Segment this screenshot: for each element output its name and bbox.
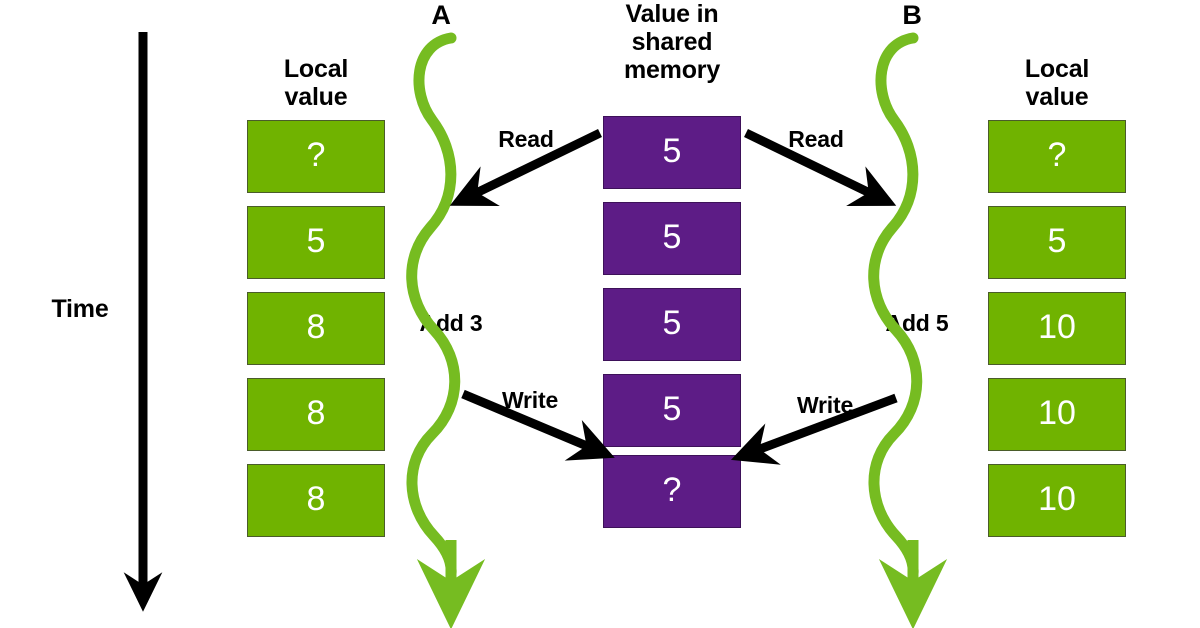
local-value-box-b-4: 10 [988, 464, 1126, 537]
local-value-b-3: 10 [1038, 393, 1076, 432]
local-value-box-a-1: 5 [247, 206, 385, 279]
local-value-box-a-3: 8 [247, 378, 385, 451]
local-value-box-a-2: 8 [247, 292, 385, 365]
local-value-a-1: 5 [306, 221, 326, 260]
column-header-local-value-a: Local value [283, 55, 349, 111]
local-value-b-0: ? [1047, 135, 1067, 174]
read-label-b: Read [788, 126, 844, 152]
local-value-b-4: 10 [1038, 479, 1076, 518]
shared-memory-value-2: 5 [662, 303, 682, 342]
local-value-box-b-2: 10 [988, 292, 1126, 365]
shared-memory-value-3: 5 [662, 389, 682, 428]
shared-memory-box-0: 5 [603, 116, 741, 189]
read-label-a: Read [498, 126, 554, 152]
shared-memory-box-2: 5 [603, 288, 741, 361]
local-value-a-4: 8 [306, 479, 326, 518]
thread-label-b: B [902, 0, 922, 30]
write-label-a: Write [501, 387, 559, 413]
local-value-box-a-0: ? [247, 120, 385, 193]
local-value-a-3: 8 [306, 393, 326, 432]
shared-memory-value-4: ? [662, 470, 682, 509]
local-value-box-a-4: 8 [247, 464, 385, 537]
local-value-b-1: 5 [1047, 221, 1067, 260]
shared-memory-box-4: ? [603, 455, 741, 528]
local-value-box-b-1: 5 [988, 206, 1126, 279]
shared-memory-value-1: 5 [662, 217, 682, 256]
operation-label-b: Add 5 [885, 310, 949, 336]
local-value-b-2: 10 [1038, 307, 1076, 346]
column-header-shared-memory: Value in shared memory [623, 0, 721, 84]
local-value-box-b-0: ? [988, 120, 1126, 193]
shared-memory-value-0: 5 [662, 131, 682, 170]
local-value-box-b-3: 10 [988, 378, 1126, 451]
thread-label-a: A [431, 0, 451, 30]
time-axis-label: Time [51, 295, 109, 323]
local-value-a-2: 8 [306, 307, 326, 346]
write-label-b: Write [796, 392, 854, 418]
column-header-local-value-b: Local value [1024, 55, 1090, 111]
operation-label-a: Add 3 [419, 310, 483, 336]
local-value-a-0: ? [306, 135, 326, 174]
shared-memory-box-1: 5 [603, 202, 741, 275]
shared-memory-box-3: 5 [603, 374, 741, 447]
